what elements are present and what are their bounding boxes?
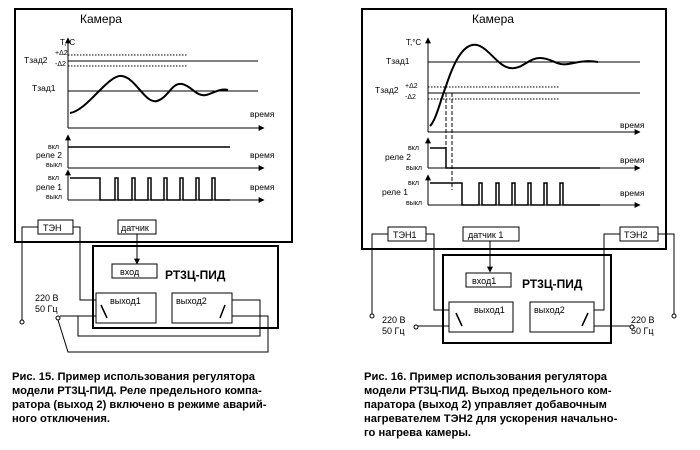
sensor-label: датчик — [121, 223, 149, 233]
output2-label: выход2 — [534, 305, 565, 315]
setpoint2-label: Тзад2 — [24, 55, 48, 65]
power-freq: 50 Гц — [35, 304, 58, 314]
figure-16: Камера T,°C Тзад1 Тзад2 +Δ2 -Δ2 время вк… — [361, 8, 677, 344]
output1-switch — [100, 304, 108, 319]
heater-label: ТЭН — [43, 223, 61, 233]
controller-title: РТ3Ц-ПИД — [165, 268, 226, 282]
setpoint2-label: Тзад2 — [375, 85, 399, 95]
output2-box — [529, 301, 595, 333]
wiring — [19, 226, 269, 353]
relay2-timeline: вкл реле 2 выкл время — [36, 134, 275, 171]
y-axis-label: T,°C — [406, 38, 421, 47]
input-box — [465, 272, 512, 288]
caption-line: ного отключения. — [12, 413, 111, 425]
relay1-timeline: вкл реле 1 выкл время — [36, 169, 275, 203]
camera-frame — [361, 8, 667, 250]
relay1-on-label: вкл — [408, 180, 419, 187]
camera-label: Камера — [472, 12, 514, 26]
sensor-label: датчик 1 — [468, 230, 503, 240]
caption-line: Рис. 15. Пример использования регулятора — [12, 371, 256, 383]
relay1-on-label: вкл — [48, 175, 59, 182]
relay2-on-label: вкл — [48, 144, 59, 151]
caption-line: модели РТ3Ц-ПИД. Реле предельного компа- — [12, 385, 262, 397]
relay2-off-label: выкл — [406, 165, 422, 172]
relay1-pulses — [70, 177, 230, 201]
output1-switch — [455, 312, 463, 327]
temperature-plot: T,°C Тзад2 +Δ2 -Δ2 Тзад1 время — [24, 37, 275, 131]
relay2-timeline: вкл реле 2 выкл время — [385, 137, 645, 172]
controller-box — [92, 245, 279, 329]
controller-title: РТ3Ц-ПИД — [522, 277, 583, 291]
time-label: время — [620, 120, 645, 130]
plus-delta-label: +Δ2 — [405, 83, 418, 90]
output2-switch — [581, 312, 589, 327]
power-voltage-right: 220 В — [631, 315, 655, 325]
power-freq-right: 50 Гц — [631, 326, 654, 336]
relay1-off-label: выкл — [406, 200, 422, 207]
sensor-box — [462, 226, 520, 242]
power-voltage: 220 В — [35, 293, 59, 303]
relay1-time-label: время — [620, 188, 645, 198]
camera-label: Камера — [80, 12, 122, 26]
figure-15-caption: Рис. 15. Пример использования регулятора… — [12, 370, 312, 426]
relay2-label: реле 2 — [385, 152, 411, 162]
caption-line: ратора (выход 2) включено в режиме авари… — [12, 399, 267, 411]
relay1-timeline: вкл реле 1 выкл время — [382, 174, 645, 208]
camera-frame — [14, 8, 293, 243]
output2-switch — [219, 304, 226, 319]
output2-box — [171, 292, 233, 324]
output1-box — [448, 301, 514, 333]
heater1-label: ТЭН1 — [393, 230, 416, 240]
relay2-label: реле 2 — [36, 150, 62, 160]
relay2-time-label: время — [250, 150, 275, 160]
temperature-curve — [429, 43, 599, 127]
controller-box — [442, 254, 612, 344]
caption-line: модели РТ3Ц-ПИД. Выход предельного ком- — [364, 385, 612, 397]
input-label: вход — [120, 267, 140, 277]
relay1-time-label: время — [250, 182, 275, 192]
relay1-label: реле 1 — [36, 182, 62, 192]
relay2-pulse — [430, 147, 600, 169]
relay1-label: реле 1 — [382, 187, 408, 197]
temperature-plot: T,°C Тзад1 Тзад2 +Δ2 -Δ2 время — [375, 37, 645, 190]
temperature-curve — [69, 75, 229, 114]
figure-15: Камера T,°C Тзад2 +Δ2 -Δ2 Тзад1 время вк… — [14, 8, 293, 353]
caption-line: го нагрева камеры. — [364, 427, 472, 439]
plus-delta-label: +Δ2 — [55, 50, 68, 57]
relay1-off-label: выкл — [46, 194, 62, 201]
relay1-pulses — [430, 182, 600, 206]
minus-delta-label: -Δ2 — [405, 94, 416, 101]
wiring — [369, 233, 677, 330]
input-label: вход1 — [472, 276, 496, 286]
relay2-time-label: время — [620, 155, 645, 165]
figure-16-caption: Рис. 16. Пример использования регулятора… — [364, 370, 694, 440]
input-box — [111, 263, 158, 279]
time-label: время — [250, 109, 275, 119]
power-freq-left: 50 Гц — [382, 326, 405, 336]
heater2-label: ТЭН2 — [624, 230, 647, 240]
output1-label: выход1 — [110, 296, 141, 306]
setpoint1-label: Тзад1 — [386, 56, 410, 66]
setpoint1-label: Тзад1 — [32, 83, 56, 93]
output2-label: выход2 — [176, 296, 207, 306]
caption-line: паратора (выход 2) управляет добавочным — [364, 399, 607, 411]
power-voltage-left: 220 В — [382, 315, 406, 325]
minus-delta-label: -Δ2 — [55, 61, 66, 68]
output1-box — [95, 292, 157, 324]
caption-line: Рис. 16. Пример использования регулятора — [364, 371, 608, 383]
relay2-on-label: вкл — [408, 145, 419, 152]
relay2-off-label: выкл — [46, 162, 62, 169]
caption-line: нагревателем ТЭН2 для ускорения начально… — [364, 413, 618, 425]
output1-label: выход1 — [474, 305, 505, 315]
y-axis-label: T,°C — [60, 38, 75, 47]
